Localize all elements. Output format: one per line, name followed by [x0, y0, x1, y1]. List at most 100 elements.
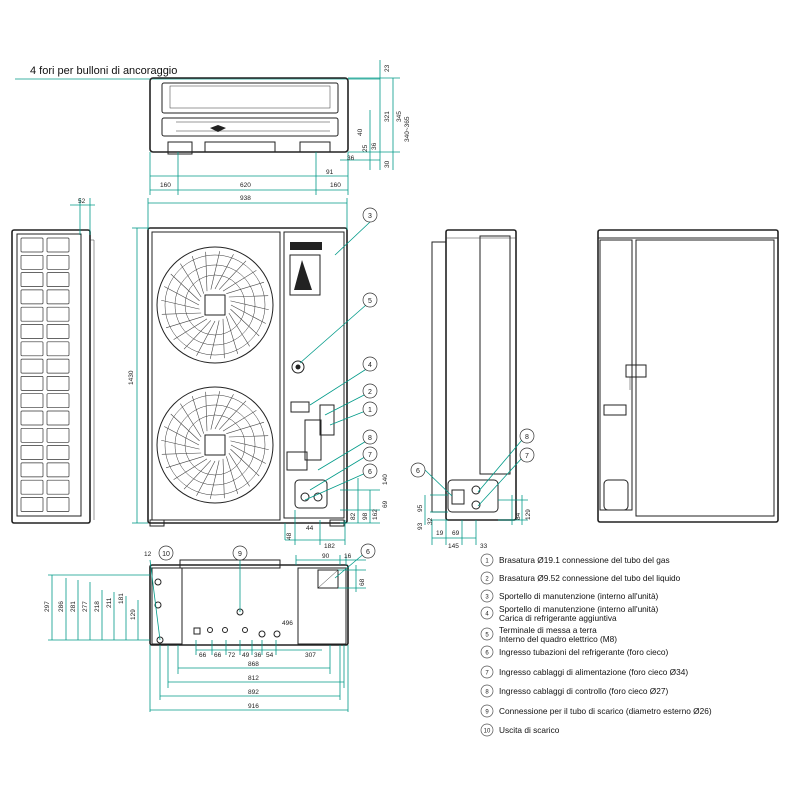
fan-grille-line	[164, 426, 200, 446]
fan-grille-line	[161, 439, 200, 450]
dim-bot-16: 16	[344, 553, 352, 560]
front-view	[132, 198, 380, 545]
dim-bot-277: 277	[82, 601, 89, 612]
fan-grille-line	[191, 395, 204, 434]
legend-number-badge	[480, 723, 494, 737]
fan-grille-line	[228, 295, 269, 298]
coil-cell	[46, 306, 70, 322]
fan-grille-line	[226, 316, 239, 355]
legend-text-secondary: Interno del quadro elettrico (M8)	[499, 634, 617, 644]
coil-cell	[46, 393, 70, 409]
dim-bot-218: 218	[94, 601, 101, 612]
fan-grille-line	[230, 440, 269, 451]
dim-front-182: 182	[324, 543, 335, 550]
right-side-view	[410, 229, 535, 545]
front-callouts	[299, 207, 378, 501]
dim-top-30: 30	[384, 160, 391, 168]
callout: 5	[368, 298, 372, 305]
coil-cell	[20, 445, 44, 460]
legend-number: 9	[485, 710, 489, 716]
dim-top-345: 345	[396, 111, 403, 122]
dim-bot-90: 90	[322, 553, 330, 560]
fan-grille-line	[170, 413, 200, 442]
fan-grille-line	[183, 460, 212, 490]
coil-cell	[20, 479, 44, 495]
legend-text: Ingresso tubazioni del refrigerante (for…	[499, 647, 668, 657]
top-view	[149, 60, 400, 195]
legend-text: Ingresso cablaggi di controllo (foro cie…	[499, 686, 668, 696]
legend-number-badge	[480, 665, 494, 679]
dim-front-938: 938	[240, 195, 251, 202]
fan-grille-line	[228, 312, 250, 347]
legend-number-badge	[480, 589, 494, 603]
fan-grille-line	[183, 320, 212, 350]
fan-grille-line	[218, 260, 247, 290]
legend-number: 10	[484, 729, 491, 735]
legend-number-badge	[480, 571, 494, 585]
fan-grille-line	[230, 308, 260, 337]
fan-grille-line	[196, 460, 216, 496]
fan-grille-line	[210, 391, 221, 430]
bottom-view	[48, 543, 376, 712]
legend-number: 1	[485, 559, 489, 565]
dim-top-23: 23	[384, 64, 391, 72]
dim-side-93: 93	[417, 522, 424, 530]
fan-grille-line	[191, 255, 204, 294]
fan-grille-line	[228, 435, 269, 438]
dim-bot-129: 129	[130, 609, 137, 620]
legend-number: 5	[485, 633, 489, 639]
coil-cell	[46, 272, 70, 287]
dim-side-69: 69	[452, 530, 460, 537]
legend-text: Brasatura Ø19.1 connessione del tubo del…	[499, 555, 670, 565]
dim-top-340: 340~365	[404, 116, 411, 142]
dim-bot-868: 868	[248, 661, 259, 668]
fan-grille-line	[170, 273, 200, 302]
legend-number: 7	[485, 671, 489, 677]
coil-cell	[20, 462, 44, 478]
dim-bot-892: 892	[248, 689, 259, 696]
coil-cell	[20, 324, 44, 339]
dim-top-160a: 160	[160, 182, 171, 189]
coil-cell	[20, 427, 44, 443]
dim-top-36: 36	[347, 155, 355, 162]
dim-top-160b: 160	[330, 182, 341, 189]
dim-bot-812: 812	[248, 675, 259, 682]
legend-number-badge	[480, 704, 494, 718]
legend-number: 4	[485, 612, 489, 618]
legend-text: Brasatura Ø9.52 connessione del tubo del…	[499, 573, 681, 583]
legend-text: Ingresso cablaggi di alimentazione (foro…	[499, 667, 688, 677]
dim-bot-49: 49	[242, 652, 250, 659]
fan-grille-line	[210, 251, 221, 290]
dim-top-small: 25	[362, 144, 369, 152]
dim-front-98: 98	[362, 512, 369, 520]
legend-number-badge	[480, 606, 494, 620]
callout: 6	[366, 549, 370, 556]
fan-grille-line	[205, 251, 208, 292]
dim-bot-36: 36	[254, 652, 262, 659]
legend-number-badge	[480, 553, 494, 567]
dim-front-69: 69	[382, 500, 389, 508]
coil-cell	[20, 237, 44, 253]
dim-front-1430: 1430	[128, 370, 135, 385]
legend-text-secondary: Carica di refrigerante aggiuntiva	[499, 613, 617, 623]
legend-text: Terminale di messa a terra	[499, 625, 597, 635]
dim-bot-66a: 66	[199, 652, 207, 659]
fan-grille-line	[161, 312, 202, 315]
legend-number-badge	[480, 645, 494, 659]
fan-grille-line	[218, 400, 247, 430]
coil-cell	[46, 497, 70, 512]
rear-view	[597, 229, 779, 523]
coil-cell	[46, 237, 70, 253]
callout: 9	[238, 551, 242, 558]
callout: 7	[525, 453, 529, 460]
legend-number-badge	[480, 627, 494, 641]
dim-top-h36: 36	[371, 142, 378, 150]
dim-front-44: 44	[306, 525, 314, 532]
callout: 7	[368, 452, 372, 459]
dim-top-321: 321	[384, 111, 391, 122]
fan-grille-line	[180, 263, 202, 298]
dim-side-33: 33	[480, 543, 488, 550]
fan-grille-line	[209, 320, 220, 359]
coil-cell	[46, 462, 70, 478]
